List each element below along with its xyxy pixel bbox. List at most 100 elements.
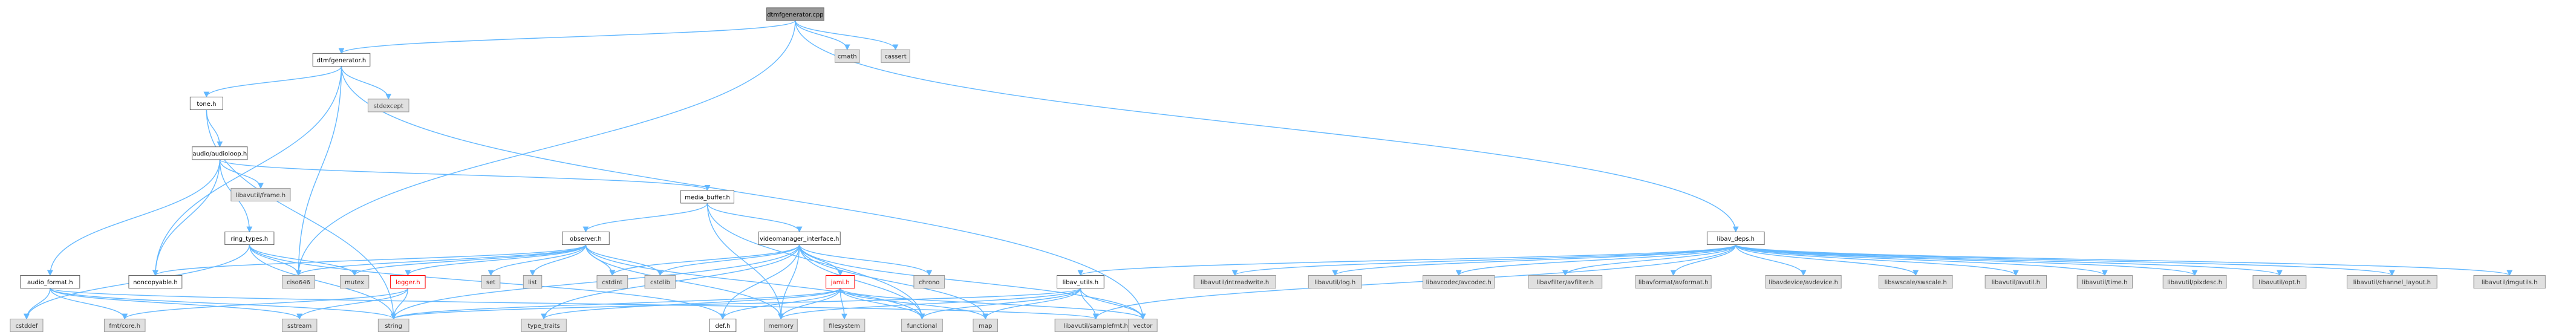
- node-log[interactable]: libavutil/log.h: [1308, 275, 1362, 289]
- node-box: [766, 7, 824, 21]
- node-mediabuffer[interactable]: media_buffer.h: [680, 190, 734, 204]
- node-root[interactable]: dtmfgenerator.cpp: [766, 7, 824, 21]
- node-stdexcept[interactable]: stdexcept: [367, 99, 409, 112]
- edge-root-to-libavdeps: [795, 20, 1739, 233]
- edge-libavdeps-to-imgutils: [1735, 244, 2512, 276]
- edge-vmi-to-defh: [720, 244, 800, 320]
- node-chlayout[interactable]: libavutil/channel_layout.h: [2346, 275, 2437, 289]
- node-label: cmath: [838, 54, 857, 60]
- node-box: [562, 231, 610, 246]
- node-label: cstddef: [15, 323, 37, 330]
- node-ciso646[interactable]: ciso646: [281, 275, 316, 289]
- node-box: [192, 146, 248, 160]
- node-box: [596, 275, 628, 289]
- node-libavdeps[interactable]: libav_deps.h: [1706, 231, 1765, 246]
- edge-observer-to-logger: [405, 244, 587, 276]
- node-memory[interactable]: memory: [764, 319, 798, 332]
- node-label: audio_format.h: [27, 279, 73, 286]
- node-string[interactable]: string: [377, 319, 409, 332]
- edge-observer-to-set: [487, 244, 587, 276]
- node-intreadwrite[interactable]: libavutil/intreadwrite.h: [1193, 275, 1276, 289]
- node-mutex[interactable]: mutex: [339, 275, 370, 289]
- node-label: libavutil/channel_layout.h: [2353, 279, 2431, 286]
- edge-libavdeps-to-avdevice: [1735, 244, 1807, 276]
- edge-libavdeps-to-swscale: [1735, 244, 1919, 276]
- node-avtime[interactable]: libavutil/time.h: [2076, 275, 2133, 289]
- node-cassert[interactable]: cassert: [881, 49, 910, 63]
- edge-mediabuffer-to-vmi: [706, 203, 803, 233]
- node-box: [230, 187, 291, 202]
- edge-observer-to-list: [529, 244, 587, 276]
- node-list[interactable]: list: [523, 275, 543, 289]
- node-typetraits[interactable]: type_traits: [521, 319, 567, 332]
- node-avfilter[interactable]: libavfilter/avfilter.h: [1528, 275, 1603, 289]
- edge-root-to-cmath: [795, 20, 850, 51]
- node-ringtypes[interactable]: ring_types.h: [224, 231, 275, 246]
- node-label: libavdevice/avdevice.h: [1769, 279, 1838, 286]
- dependency-edges: [24, 20, 2512, 320]
- node-label: sstream: [287, 323, 311, 330]
- node-vector[interactable]: vector: [1128, 319, 1158, 332]
- node-avdevice[interactable]: libavdevice/avdevice.h: [1765, 275, 1842, 289]
- node-fmtcore[interactable]: fmt/core.h: [103, 319, 146, 332]
- node-box: [523, 275, 543, 289]
- node-label: libavutil/avutil.h: [1992, 279, 2041, 286]
- node-box: [481, 275, 501, 289]
- edge-observer-to-cstdlib: [585, 244, 664, 276]
- edge-libavdeps-to-intreadwrite: [1232, 244, 1736, 276]
- node-avframe[interactable]: libavutil/frame.h: [230, 187, 291, 202]
- node-box: [339, 275, 370, 289]
- node-box: [680, 190, 734, 204]
- node-map[interactable]: map: [973, 319, 999, 332]
- node-label: libavutil/log.h: [1314, 279, 1355, 286]
- edge-libavdeps-to-avfilter: [1562, 244, 1736, 276]
- node-jami[interactable]: jami.h: [826, 275, 855, 289]
- node-dtmfh[interactable]: dtmfgenerator.h: [312, 53, 371, 67]
- node-label: mutex: [345, 279, 364, 286]
- node-cstdlib[interactable]: cstdlib: [644, 275, 676, 289]
- node-samplefmt[interactable]: libavutil/samplefmt.h: [1054, 319, 1137, 332]
- node-avformat[interactable]: libavformat/avformat.h: [1635, 275, 1712, 289]
- edge-dtmfh-to-stdexcept: [341, 66, 392, 100]
- node-label: type_traits: [527, 323, 559, 330]
- node-filesystem[interactable]: filesystem: [823, 319, 866, 332]
- edge-vmi-to-cstdlib: [657, 244, 800, 276]
- node-label: cassert: [884, 54, 906, 60]
- node-chrono[interactable]: chrono: [913, 275, 945, 289]
- node-libavutils[interactable]: libav_utils.h: [1057, 275, 1104, 289]
- node-box: [189, 96, 223, 111]
- edge-audioformat-to-string: [50, 288, 397, 320]
- node-cstdint[interactable]: cstdint: [596, 275, 628, 289]
- node-label: cstdlib: [650, 279, 670, 286]
- node-opt[interactable]: libavutil/opt.h: [2252, 275, 2307, 289]
- node-logger[interactable]: logger.h: [390, 275, 426, 289]
- node-sstream[interactable]: sstream: [281, 319, 318, 332]
- node-imgutils[interactable]: libavutil/imgutils.h: [2473, 275, 2546, 289]
- node-observer[interactable]: observer.h: [562, 231, 610, 246]
- node-pixdesc[interactable]: libavutil/pixdesc.h: [2162, 275, 2227, 289]
- node-vmi[interactable]: videomanager_interface.h: [758, 231, 841, 246]
- node-noncopyable[interactable]: noncopyable.h: [128, 275, 183, 289]
- edge-vmi-to-chrono: [798, 244, 933, 276]
- node-label: set: [486, 279, 495, 286]
- node-label: def.h: [715, 323, 730, 330]
- node-set[interactable]: set: [481, 275, 501, 289]
- node-functional[interactable]: functional: [901, 319, 943, 332]
- node-box: [2076, 275, 2133, 289]
- node-box: [2473, 275, 2546, 289]
- node-cstddef[interactable]: cstddef: [10, 319, 44, 332]
- node-label: chrono: [919, 279, 939, 286]
- node-cmath[interactable]: cmath: [834, 49, 860, 63]
- node-box: [1765, 275, 1842, 289]
- edge-jami-to-filesystem: [840, 288, 847, 320]
- node-box: [758, 231, 841, 246]
- node-swscale[interactable]: libswscale/swscale.h: [1878, 275, 1953, 289]
- node-avutil[interactable]: libavutil/avutil.h: [1984, 275, 2047, 289]
- node-audioloop[interactable]: audio/audioloop.h: [192, 146, 248, 160]
- node-avcodec[interactable]: libavcodec/avcodec.h: [1423, 275, 1495, 289]
- node-toneh[interactable]: tone.h: [189, 96, 223, 111]
- edge-vmi-to-string: [390, 244, 800, 320]
- node-defh[interactable]: def.h: [709, 319, 737, 332]
- node-label: libavformat/avformat.h: [1639, 279, 1709, 286]
- node-audioformat[interactable]: audio_format.h: [20, 275, 80, 289]
